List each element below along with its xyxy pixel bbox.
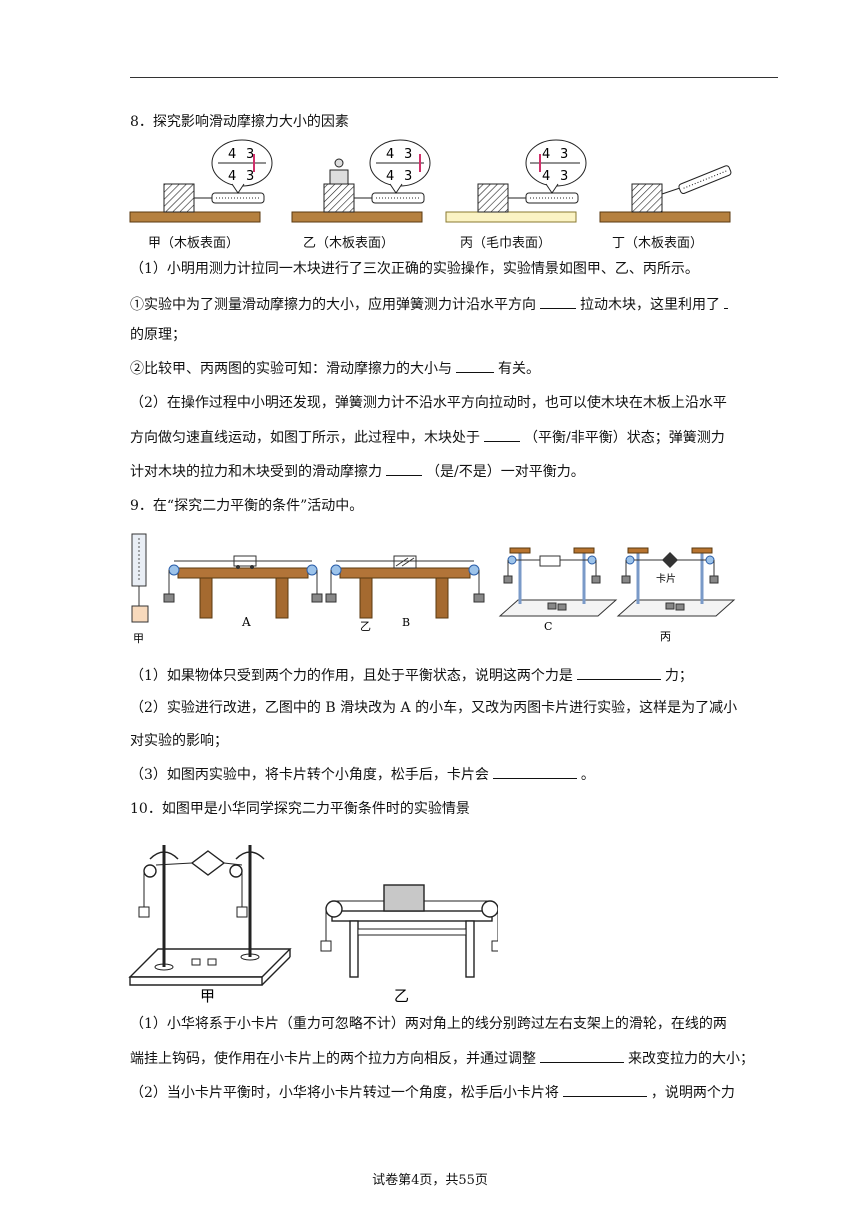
q8-gauge-digit: 3 — [560, 169, 568, 184]
q9-label-a: A — [241, 615, 251, 629]
answer-blank[interactable] — [540, 1048, 624, 1063]
q8-part1-line4: ②比较甲、丙两图的实验可知：滑动摩擦力的大小与有关。 — [130, 358, 540, 379]
q8-gauge-digit: 4 — [228, 147, 236, 162]
q8-gauge-digit: 4 — [542, 169, 550, 184]
answer-blank[interactable] — [456, 358, 494, 373]
answer-blank[interactable] — [562, 1082, 647, 1097]
answer-blank[interactable] — [576, 665, 661, 680]
q9-setup-bing: 卡片 丙 — [616, 547, 736, 643]
q8-caption-yi: 乙（木板表面） — [303, 236, 395, 251]
q8-figure: 4 3 4 3 4 3 4 3 4 3 4 3 — [129, 139, 732, 223]
q8-gauge-digit: 3 — [404, 147, 412, 162]
q9-label-jia: 甲 — [133, 632, 144, 645]
q10-setup-yi: 乙 — [320, 884, 498, 1005]
q8-setup-yi: 4 3 4 3 — [291, 139, 431, 223]
q10-part1: （1）小华将系于小卡片（重力可忽略不计）两对角上的线分别跨过左右支架上的滑轮，在… — [130, 1016, 727, 1032]
q9-part1: （1）如果物体只受到两个力的作用，且处于平衡状态，说明这两个力是力； — [130, 665, 693, 686]
q8-part2-line3: 计对木块的拉力和木块受到的滑动摩擦力（是/不是）一对平衡力。 — [130, 461, 585, 482]
q8-gauge-digit: 4 — [228, 169, 236, 184]
q9-setup-a: A — [163, 555, 323, 629]
page-footer: 试卷第4页，共55页 — [372, 1173, 488, 1188]
q9-part2: （2）实验进行改进，乙图中的 B 滑块改为 A 的小车，又改为丙图卡片进行实验，… — [130, 700, 738, 716]
q10-figure: 甲 乙 — [128, 845, 498, 1005]
q9-label-c: C — [544, 620, 552, 633]
q8-title: 8．探究影响滑动摩擦力大小的因素 — [130, 114, 349, 130]
answer-blank[interactable] — [724, 294, 728, 309]
q8-setup-bing: 4 3 4 3 — [445, 139, 587, 223]
answer-blank[interactable] — [386, 461, 422, 476]
q8-part2: （2）在操作过程中小明还发现，弹簧测力计不沿水平方向拉动时，也可以使木块在木板上… — [130, 395, 727, 411]
answer-blank[interactable] — [540, 294, 576, 309]
q9-figure: 甲 A 乙 B — [131, 533, 736, 645]
q9-setup-c: C — [498, 547, 618, 633]
q8-caption-ding: 丁（木板表面） — [612, 236, 704, 251]
q9-title: 9．在“探究二力平衡的条件”活动中。 — [130, 498, 364, 514]
q8-gauge-digit: 4 — [542, 147, 550, 162]
q8-gauge-digit: 4 — [386, 169, 394, 184]
q8-caption-bing: 丙（毛巾表面） — [460, 236, 552, 251]
q8-gauge-digit: 3 — [560, 147, 568, 162]
q8-part1-line2: ①实验中为了测量滑动摩擦力的大小，应用弹簧测力计沿水平方向拉动木块，这里利用了 — [130, 294, 732, 315]
header-rule — [130, 77, 778, 78]
q9-part2-line2: 对实验的影响； — [130, 733, 228, 749]
q8-gauge-digit: 3 — [404, 169, 412, 184]
q10-label-yi: 乙 — [394, 987, 409, 1005]
q8-gauge-digit: 3 — [246, 169, 254, 184]
q8-setup-ding — [599, 165, 732, 223]
q8-part2-line2: 方向做匀速直线运动，如图丁所示，此过程中，木块处于（平衡/非平衡）状态；弹簧测力 — [130, 427, 725, 448]
q9-label-card: 卡片 — [656, 572, 676, 585]
q9-label-yi: 乙 — [360, 620, 371, 633]
q10-label-jia: 甲 — [200, 987, 215, 1005]
q10-part1-line2: 端挂上钩码，使作用在小卡片上的两个拉力方向相反，并通过调整来改变拉力的大小； — [130, 1048, 754, 1069]
q8-gauge-digit: 4 — [386, 147, 394, 162]
q10-part2: （2）当小卡片平衡时，小华将小卡片转过一个角度，松手后小卡片将，说明两个力 — [130, 1082, 735, 1103]
answer-blank[interactable] — [484, 427, 520, 442]
q9-part3: （3）如图丙实验中，将卡片转个小角度，松手后，卡片会。 — [130, 764, 595, 785]
q8-setup-jia: 4 3 4 3 — [129, 139, 273, 223]
q8-part1: （1）小明用测力计拉同一木块进行了三次正确的实验操作，实验情景如图甲、乙、丙所示… — [130, 261, 699, 277]
answer-blank[interactable] — [492, 764, 577, 779]
q8-caption-jia: 甲（木板表面） — [148, 236, 240, 251]
q9-setup-jia: 甲 — [131, 533, 149, 645]
q9-label-bing: 丙 — [660, 630, 671, 643]
q8-gauge-digit: 3 — [246, 147, 254, 162]
q9-label-b: B — [402, 616, 410, 629]
q10-setup-jia: 甲 — [128, 845, 292, 1005]
q8-part1-line3: 的原理； — [130, 327, 186, 343]
q10-title: 10．如图甲是小华同学探究二力平衡条件时的实验情景 — [130, 801, 470, 817]
q9-setup-b: 乙 B — [325, 555, 485, 633]
